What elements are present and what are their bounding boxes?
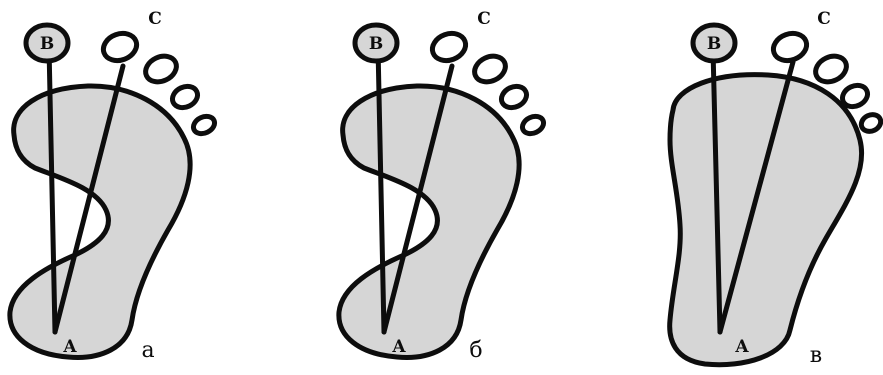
footprint-c (670, 75, 862, 365)
point-a-label-a: A (62, 337, 77, 357)
second-toe-a (100, 29, 141, 65)
point-b-label-b: B (369, 34, 383, 54)
footprint-b (339, 86, 519, 357)
third-toe-b (470, 51, 509, 86)
point-c-label-a: C (148, 9, 162, 29)
point-a-label-b: A (391, 337, 406, 357)
fourth-toe-a (169, 82, 201, 111)
fifth-toe-b (520, 113, 547, 137)
panel-label-c: в (810, 343, 822, 368)
panel-c: B C A в (670, 9, 883, 368)
panel-label-a: а (141, 338, 154, 363)
point-c-label-b: C (477, 9, 491, 29)
point-b-label-c: B (707, 34, 721, 54)
third-toe-c (811, 51, 850, 86)
point-a-label-c: A (734, 337, 749, 357)
second-toe-c (770, 29, 811, 65)
fourth-toe-c (839, 81, 871, 110)
panel-b: B C A б (339, 9, 546, 363)
third-toe-a (141, 51, 180, 86)
second-toe-b (429, 29, 470, 65)
fifth-toe-c (859, 112, 883, 135)
footprint-a (10, 86, 190, 357)
panel-a: B C A а (10, 9, 217, 363)
point-b-label-a: B (40, 34, 54, 54)
point-c-label-c: C (817, 9, 831, 29)
panel-label-b: б (469, 338, 482, 363)
fifth-toe-a (191, 113, 218, 137)
fourth-toe-b (498, 82, 530, 111)
